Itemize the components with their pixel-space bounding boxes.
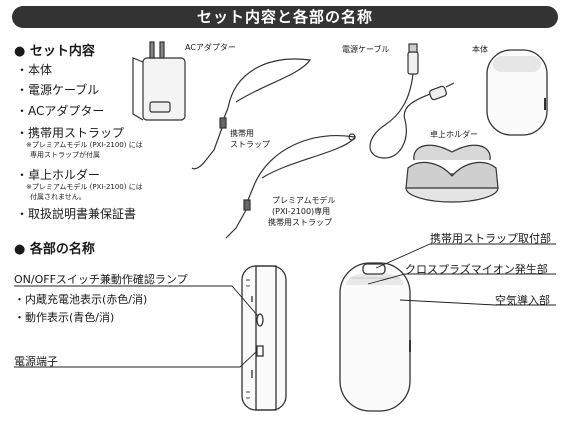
set-contents-heading: ● セット内容 bbox=[14, 44, 95, 59]
set-item-desk-holder: ・卓上ホルダー bbox=[16, 168, 101, 182]
strap-label-line1: 携帯用 bbox=[230, 129, 254, 138]
callout-lines bbox=[14, 243, 556, 368]
premium-strap-illustration bbox=[225, 133, 357, 239]
operation-indicator-label: ・動作表示(青色/消) bbox=[14, 311, 115, 324]
switch-lamp-label: ON/OFFスイッチ兼動作確認ランプ bbox=[14, 273, 188, 286]
set-item-power-cable: ・電源ケーブル bbox=[16, 83, 100, 97]
set-item-manual: ・取扱説明書兼保証書 bbox=[16, 207, 137, 221]
set-item-body: ・本体 bbox=[16, 63, 53, 77]
premium-strap-line1: プレミアムモデル bbox=[272, 196, 336, 205]
body-label: 本体 bbox=[472, 45, 488, 54]
strap-mount-label: 携帯用ストラップ取付部 bbox=[430, 232, 551, 245]
strap-label-line2: ストラップ bbox=[230, 140, 270, 149]
desk-holder-label: 卓上ホルダー bbox=[430, 130, 478, 139]
strap-illustration bbox=[191, 58, 312, 170]
ion-generator-label: クロスプラズマイオン発生部 bbox=[405, 263, 548, 276]
strap-note-line1: ※プレミアムモデル (PXI-2100) には bbox=[26, 141, 143, 149]
set-item-strap: ・携帯用ストラップ bbox=[16, 126, 125, 140]
page-title: セット内容と各部の名称 bbox=[12, 6, 558, 28]
holder-note-line2: 付属されません。 bbox=[30, 193, 86, 201]
premium-strap-line2: (PXI-2100)専用 bbox=[272, 207, 331, 216]
air-intake-label: 空気導入部 bbox=[495, 294, 550, 307]
power-cable-illustration bbox=[369, 43, 455, 159]
holder-note-line1: ※プレミアムモデル (PXI-2100) には bbox=[26, 183, 143, 191]
battery-indicator-label: ・内蔵充電池表示(赤色/消) bbox=[14, 293, 148, 306]
front-view-device bbox=[339, 262, 411, 412]
side-view-device bbox=[241, 265, 287, 411]
power-cable-label: 電源ケーブル bbox=[342, 45, 390, 54]
power-terminal-label: 電源端子 bbox=[14, 355, 58, 368]
set-item-ac-adapter: ・ACアダプター bbox=[16, 104, 105, 118]
desk-holder-illustration bbox=[405, 144, 499, 203]
strap-note-line2: 専用ストラップが付属 bbox=[30, 151, 100, 159]
ac-adapter-illustration bbox=[132, 41, 186, 121]
body-illustration bbox=[486, 49, 548, 136]
parts-heading: ● 各部の名称 bbox=[14, 242, 95, 257]
ac-adapter-label: ACアダプター bbox=[185, 43, 236, 52]
premium-strap-line3: 携帯用ストラップ bbox=[268, 218, 332, 227]
